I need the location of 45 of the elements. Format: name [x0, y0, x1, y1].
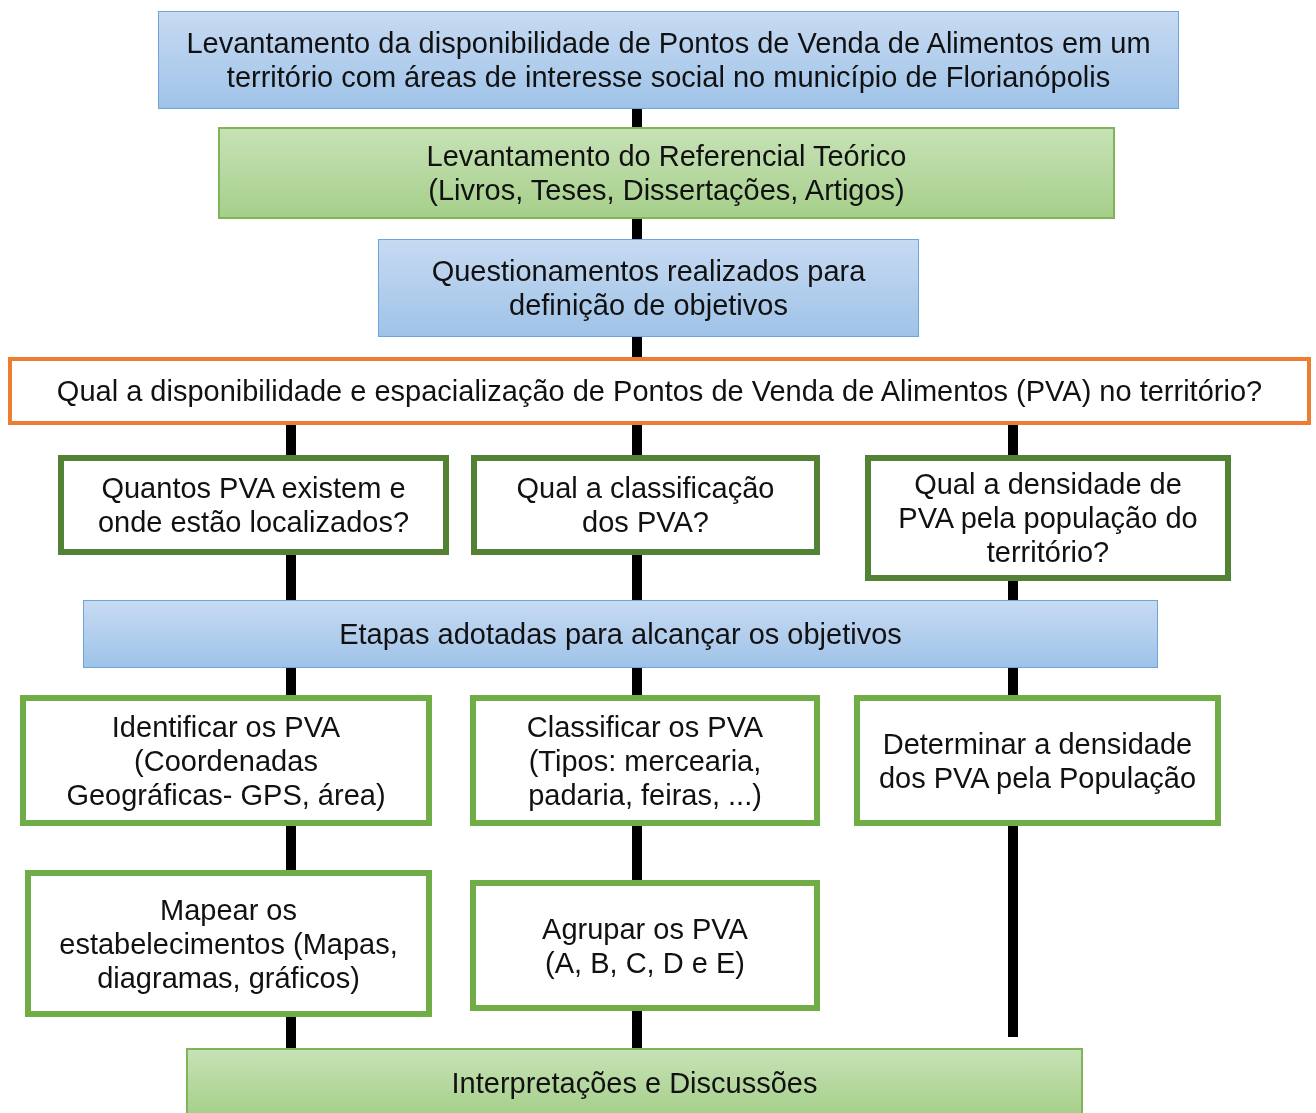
objective-box: [58, 455, 449, 555]
box-text: Qual a densidade de PVA pela população do território?: [897, 467, 1199, 569]
connector-line: [1008, 826, 1018, 1037]
process-box: [378, 239, 919, 337]
process-box: [854, 695, 1221, 826]
box-text: Determinar a densidade dos PVA pela População: [877, 726, 1198, 795]
connector-line: [632, 668, 642, 695]
box-text: Levantamento do Referencial Teórico (Livros, Teses, Dissertações, Artigos): [425, 139, 908, 207]
box-text: Identificar os PVA (Coordenadas Geográficas- GPS, área): [65, 709, 387, 812]
box-text: Mapear os estabelecimentos (Mapas, diagramas, gráficos): [58, 892, 399, 995]
box-text: Agrupar os PVA (A, B, C, D e E): [541, 911, 749, 980]
box-text: Qual a disponibilidade e espacialização de Pontos de Venda de Alimentos (PVA) no território?: [56, 374, 1263, 408]
box-text: Etapas adotadas para alcançar os objetivos: [339, 617, 902, 651]
connector-line: [286, 425, 296, 455]
connector-line: [1008, 425, 1018, 455]
connector-line: [632, 425, 642, 455]
box-text: Interpretações e Discussões: [451, 1066, 818, 1100]
box-text: Qual a classificação dos PVA?: [515, 471, 776, 539]
objective-box: [865, 455, 1231, 581]
connector-line: [286, 668, 296, 695]
connector-line: [632, 555, 642, 600]
objective-box: [471, 455, 820, 555]
connector-line: [286, 826, 296, 870]
connector-line: [1008, 581, 1018, 600]
connector-line: [1008, 668, 1018, 695]
process-box: [470, 880, 820, 1011]
box-text: Questionamentos realizados para definição de objetivos: [430, 254, 867, 322]
connector-line: [286, 1017, 296, 1048]
process-box: [25, 870, 432, 1017]
connector-line: [632, 337, 642, 357]
process-box: [218, 127, 1115, 219]
box-text: Classificar os PVA (Tipos: mercearia, padaria, feiras, ...): [525, 709, 765, 812]
connector-line: [286, 555, 296, 600]
question-box: [8, 357, 1311, 425]
process-box: [470, 695, 820, 826]
process-box: [186, 1048, 1083, 1113]
connector-line: [632, 1011, 642, 1048]
box-text: Quantos PVA existem e onde estão localizados?: [96, 471, 411, 539]
connector-line: [632, 219, 642, 239]
box-text: Levantamento da disponibilidade de Pontos de Venda de Alimentos em um território com áreas de interesse social no município de Florianópolis: [185, 26, 1152, 94]
process-box: [20, 695, 432, 826]
process-box: [83, 600, 1158, 668]
process-box: [158, 11, 1179, 109]
connector-line: [632, 826, 642, 880]
connector-line: [632, 109, 642, 127]
